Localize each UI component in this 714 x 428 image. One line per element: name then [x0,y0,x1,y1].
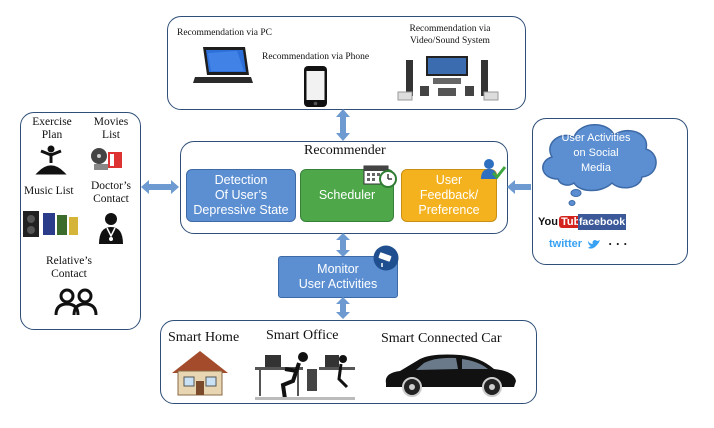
arrow-recommendation-recommender [336,109,350,141]
recommendation-video-label: Recommendation via Video/Sound System [400,23,500,47]
exercise-line2: Plan [41,129,63,141]
doctor-line1: Doctor’s [90,180,132,192]
arrow-recommender-monitor [336,233,350,257]
movies-line1: Movies [93,116,129,128]
video-label-line1: Recommendation via [409,24,491,34]
cloud-line3: Media [581,162,611,174]
user-feedback-box: User Feedback/ Preference [401,169,497,222]
more-platforms-ellipsis: · · · [608,236,628,251]
relative-line2: Contact [51,268,87,280]
user-check-icon [481,159,507,180]
meditation-icon [35,145,67,175]
detection-line1: Detection [214,173,268,187]
smart-home-label: Smart Home [168,330,240,345]
calendar-clock-icon [363,165,397,188]
laptop-icon [193,47,253,83]
security-camera-icon [373,245,399,271]
twitter-logo: twitter [549,238,582,250]
doctor-line2: Contact [93,193,129,205]
cloud-line1: User Activities [561,132,631,144]
arrow-monitor-smart-environments [336,297,350,319]
home-theater-icon [397,56,499,101]
detection-box: Detection Of User’s Depressive State [186,169,296,222]
movies-list-label: Movies List [88,116,134,142]
office-workers-icon [255,352,355,400]
exercise-plan-label: Exercise Plan [22,116,82,142]
recommendation-pc-label: Recommendation via PC [177,28,272,38]
cloud-line2: on Social [573,147,619,159]
scheduler-box: Scheduler [300,169,394,222]
social-activity-label: User Activities on Social Media [558,131,634,176]
house-icon [172,351,228,396]
music-list-label: Music List [24,185,74,197]
detection-line3: Depressive State [193,203,289,217]
recommendation-phone-label: Recommendation via Phone [262,52,370,62]
relative-contact-label: Relative’s Contact [34,255,104,281]
smart-office-label: Smart Office [266,328,339,343]
recommender-title: Recommender [304,143,386,158]
film-reel-icon [91,148,122,170]
monitor-line2: User Activities [298,277,378,291]
detection-line2: Of User’s [214,188,268,202]
monitor-line1: Monitor [317,262,359,276]
arrow-social-recommender [507,180,531,194]
people-icon [54,288,98,316]
video-label-line2: Video/Sound System [410,36,490,46]
smartphone-icon [304,66,327,107]
thought-cloud-icon [542,124,657,206]
movies-line2: List [102,129,120,141]
car-icon [385,354,516,397]
doctor-icon [99,213,123,244]
relative-line1: Relative’s [46,255,92,267]
music-player-icon [23,211,78,237]
doctor-contact-label: Doctor’s Contact [86,180,136,206]
smart-car-label: Smart Connected Car [381,331,502,346]
arrow-left-panel-recommender [141,180,179,194]
scheduler-label: Scheduler [318,188,376,202]
youtube-you: You [538,216,558,228]
twitter-bird-icon [588,240,600,249]
feedback-line2: Feedback/ [419,188,479,202]
facebook-logo: facebook [578,214,626,230]
feedback-line1: User [435,173,463,187]
twitter-wordmark: twitter [549,238,582,250]
exercise-line1: Exercise [32,116,72,128]
feedback-line3: Preference [418,203,480,217]
